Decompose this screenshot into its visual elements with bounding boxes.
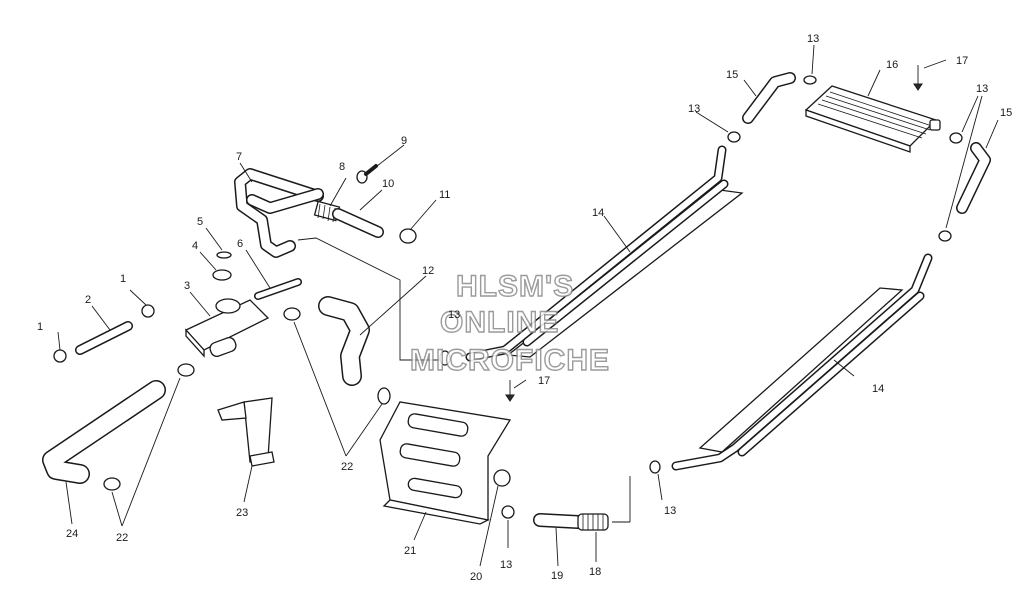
callout-1: 1 <box>37 321 43 333</box>
hose-10[interactable] <box>332 208 384 238</box>
watermark-line-1: HLSM'S <box>456 270 574 303</box>
callout-13: 13 <box>448 309 460 321</box>
callout-13: 13 <box>807 33 819 45</box>
callout-17: 17 <box>956 55 968 67</box>
hose-24[interactable] <box>42 380 166 484</box>
clamps-1[interactable] <box>53 304 155 363</box>
callout-15: 15 <box>1000 107 1012 119</box>
heat-exchanger-lower[interactable] <box>671 253 933 471</box>
leader-lines <box>57 44 999 567</box>
callout-3: 3 <box>184 280 190 292</box>
radiator[interactable] <box>804 85 941 153</box>
coolant-tank[interactable] <box>184 298 270 358</box>
callout-8: 8 <box>339 161 345 173</box>
callout-11: 11 <box>439 189 450 201</box>
callout-13: 13 <box>664 505 676 517</box>
callout-21: 21 <box>404 545 416 557</box>
hose-7[interactable] <box>234 168 324 258</box>
callout-5: 5 <box>197 216 203 228</box>
watermark-line-3: MICROFICHE <box>410 344 610 377</box>
callout-23: 23 <box>236 507 248 519</box>
callout-22: 22 <box>341 461 353 473</box>
hose-19[interactable] <box>533 513 585 529</box>
hose-12[interactable] <box>318 296 370 386</box>
callout-13: 13 <box>688 103 700 115</box>
callout-1: 1 <box>120 273 126 285</box>
callout-10: 10 <box>382 178 394 190</box>
hose-6[interactable] <box>254 278 302 300</box>
callout-16: 16 <box>886 59 898 71</box>
clamps-13[interactable] <box>439 75 963 519</box>
callout-22: 22 <box>116 532 128 544</box>
callout-13: 13 <box>976 83 988 95</box>
clamp-11[interactable] <box>399 228 417 244</box>
callout-15: 15 <box>726 69 738 81</box>
heat-exchanger-upper[interactable] <box>465 145 744 362</box>
screws-17[interactable] <box>505 65 923 402</box>
hose-15-right[interactable] <box>956 142 991 214</box>
callout-17: 17 <box>538 375 550 387</box>
callout-18: 18 <box>589 566 601 578</box>
callout-13: 13 <box>500 559 512 571</box>
callout-4: 4 <box>192 240 198 252</box>
clamp-9[interactable] <box>356 164 378 184</box>
callout-labels: 1 1 2 3 4 5 6 7 8 9 10 11 12 13 13 13 13… <box>37 33 1012 583</box>
callout-9: 9 <box>401 135 407 147</box>
callout-24: 24 <box>66 528 78 540</box>
cap-4[interactable] <box>212 269 232 281</box>
callout-6: 6 <box>237 238 243 250</box>
bracket-23[interactable] <box>217 397 275 467</box>
callout-20: 20 <box>470 571 482 583</box>
gasket-5[interactable] <box>216 251 232 259</box>
callout-14: 14 <box>592 207 604 219</box>
callout-14: 14 <box>872 383 884 395</box>
callout-7: 7 <box>236 151 242 163</box>
grommet-20[interactable] <box>493 469 511 487</box>
callout-12: 12 <box>422 265 434 277</box>
watermark: HLSM'S ONLINE MICROFICHE <box>409 269 610 377</box>
clamps-22[interactable] <box>103 307 391 491</box>
hose-15-upper[interactable] <box>742 72 796 124</box>
hose-18[interactable] <box>577 513 609 531</box>
callout-2: 2 <box>85 294 91 306</box>
hose-2[interactable] <box>75 321 133 355</box>
watermark-line-2: ONLINE <box>440 306 559 339</box>
callout-19: 19 <box>551 570 563 582</box>
tunnel-heat-shield-21[interactable] <box>379 401 512 525</box>
